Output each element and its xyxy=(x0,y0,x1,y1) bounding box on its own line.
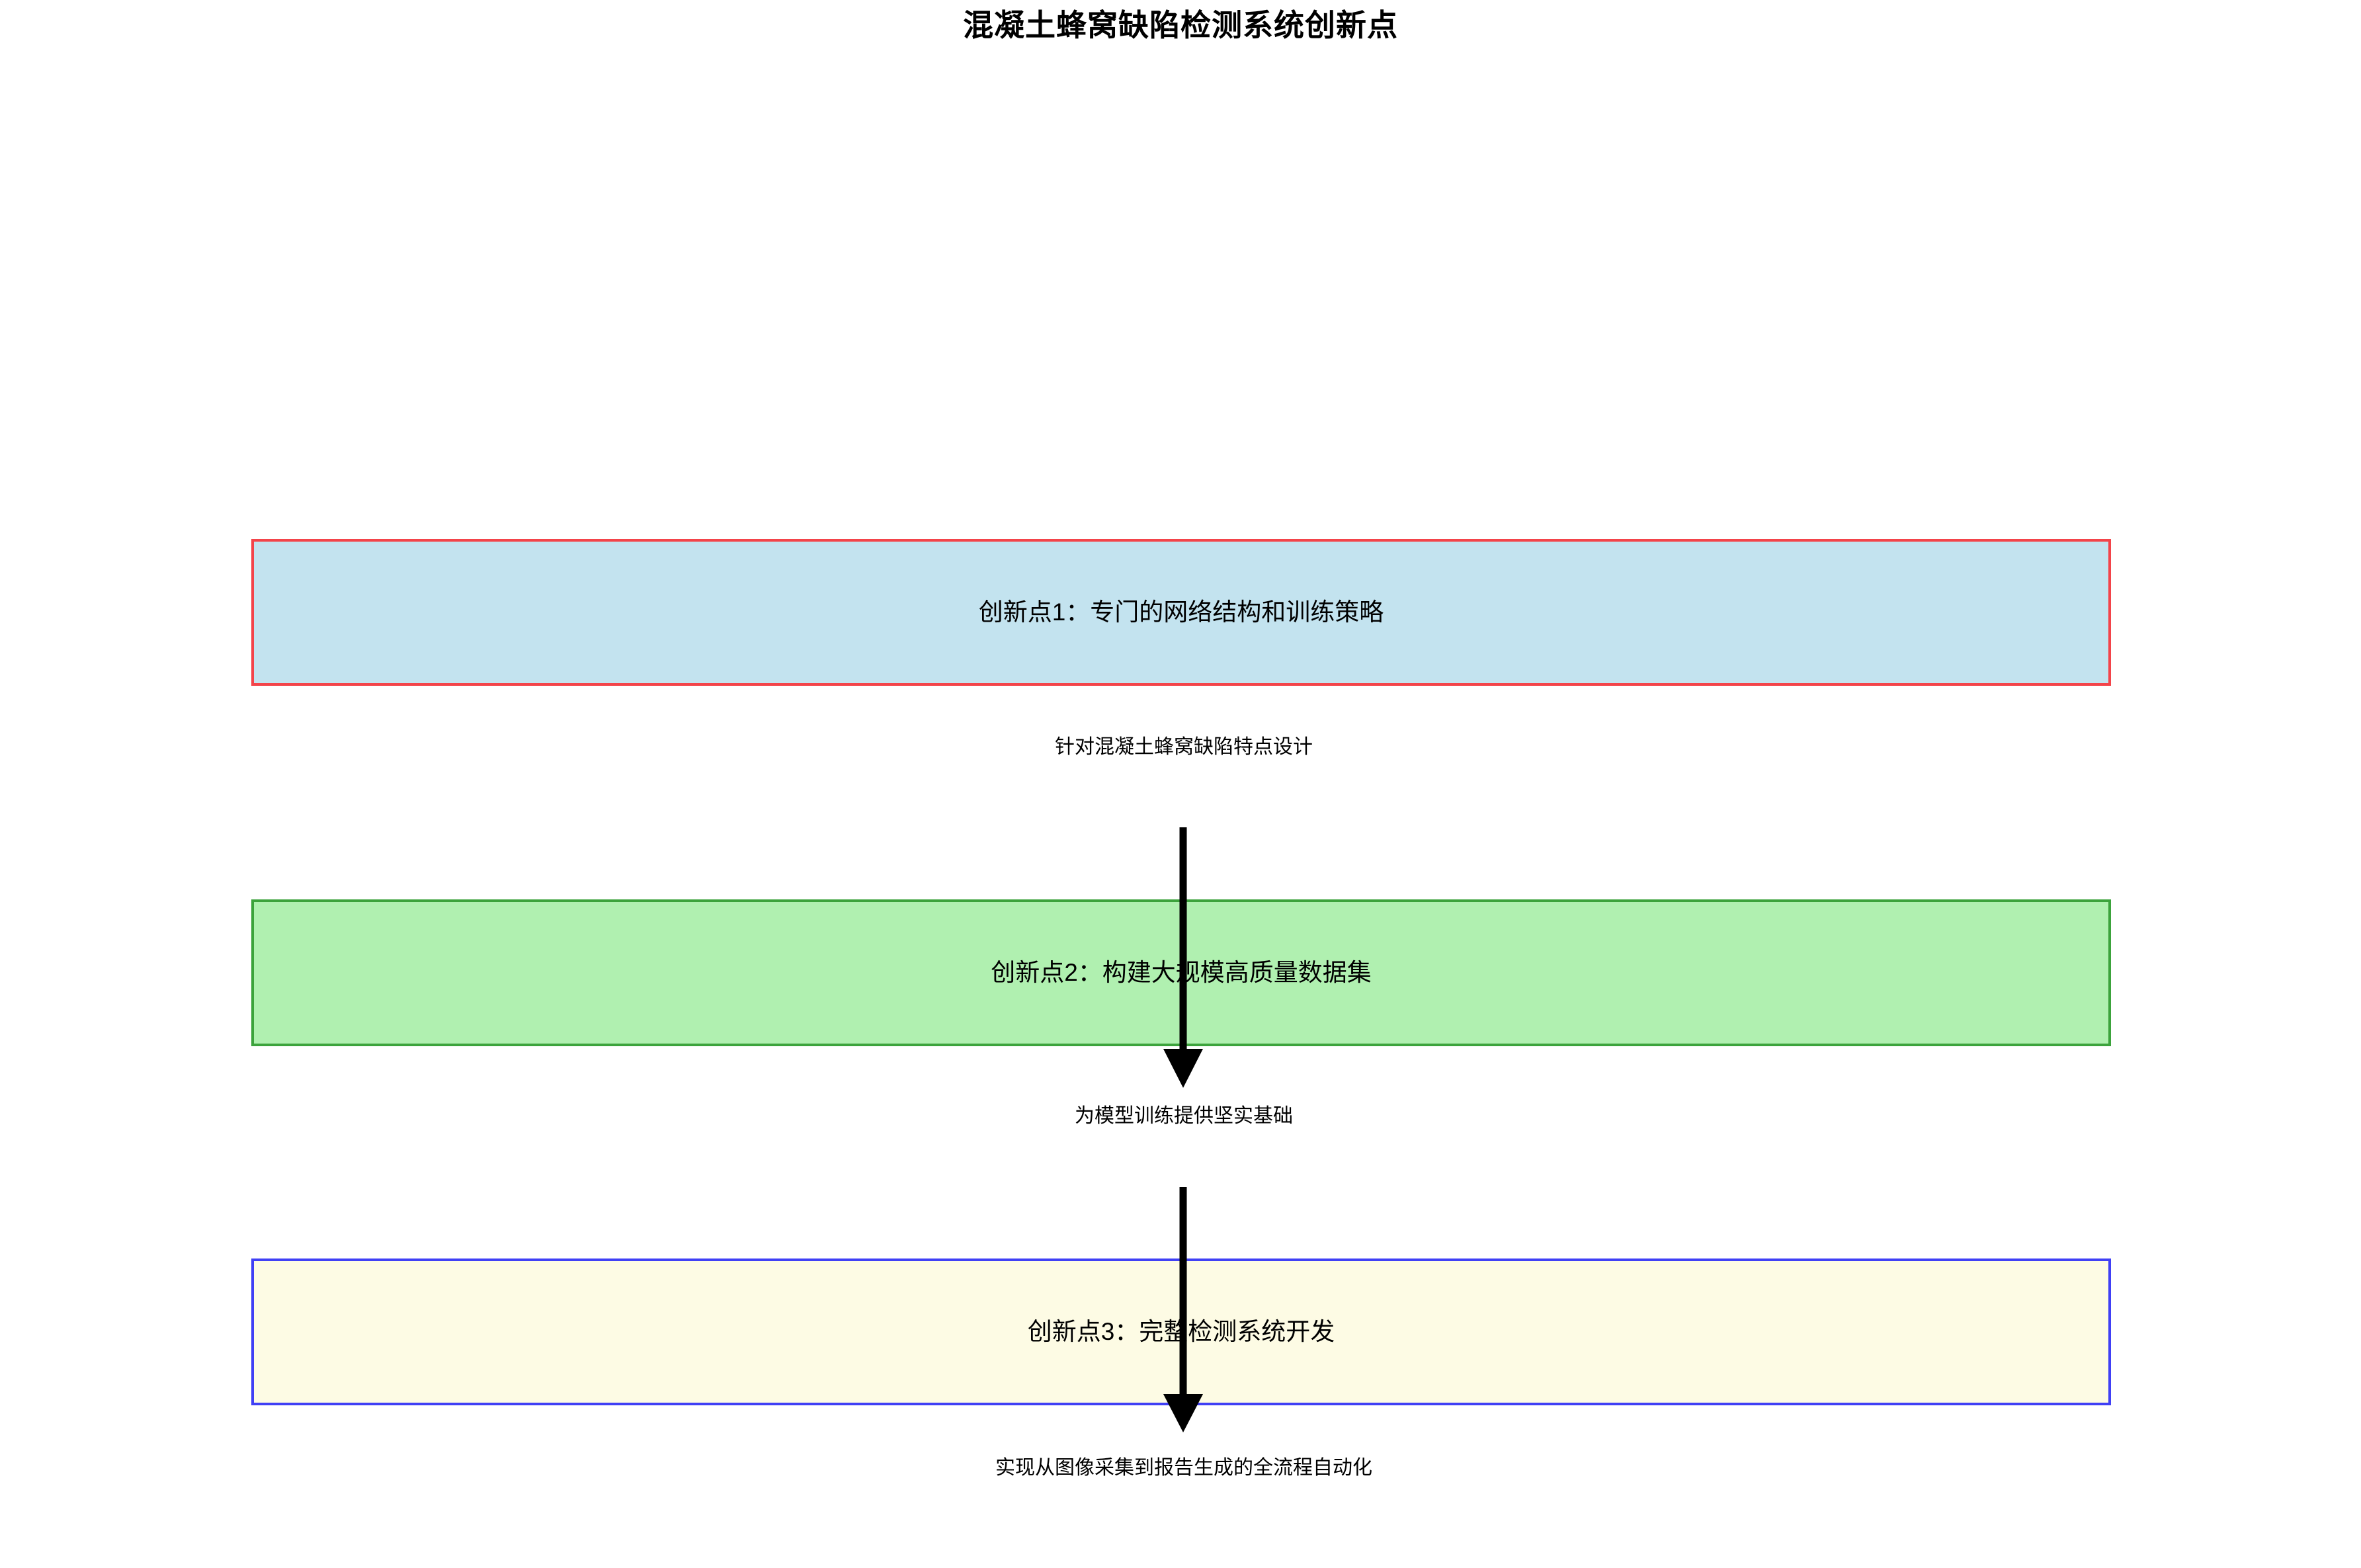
edge-label-1: 针对混凝土蜂窝缺陷特点设计 xyxy=(1055,736,1313,758)
flow-node-innovation-3-label: 创新点3：完整检测系统开发 xyxy=(1027,1318,1335,1345)
flow-node-innovation-1-label: 创新点1：专门的网络结构和训练策略 xyxy=(978,598,1384,626)
edge-label-2: 为模型训练提供坚实基础 xyxy=(1075,1105,1293,1127)
edge-label-3: 实现从图像采集到报告生成的全流程自动化 xyxy=(995,1457,1372,1479)
flow-node-innovation-2-label: 创新点2：构建大规模高质量数据集 xyxy=(991,959,1372,986)
flow-node-innovation-2[interactable]: 创新点2：构建大规模高质量数据集 xyxy=(251,899,2111,1046)
edge-1-arrowhead-icon xyxy=(1163,1049,1203,1088)
flow-node-innovation-3[interactable]: 创新点3：完整检测系统开发 xyxy=(251,1259,2111,1405)
page-title: 混凝土蜂窝缺陷检测系统创新点 xyxy=(963,8,1398,42)
flow-node-innovation-1[interactable]: 创新点1：专门的网络结构和训练策略 xyxy=(251,539,2111,686)
